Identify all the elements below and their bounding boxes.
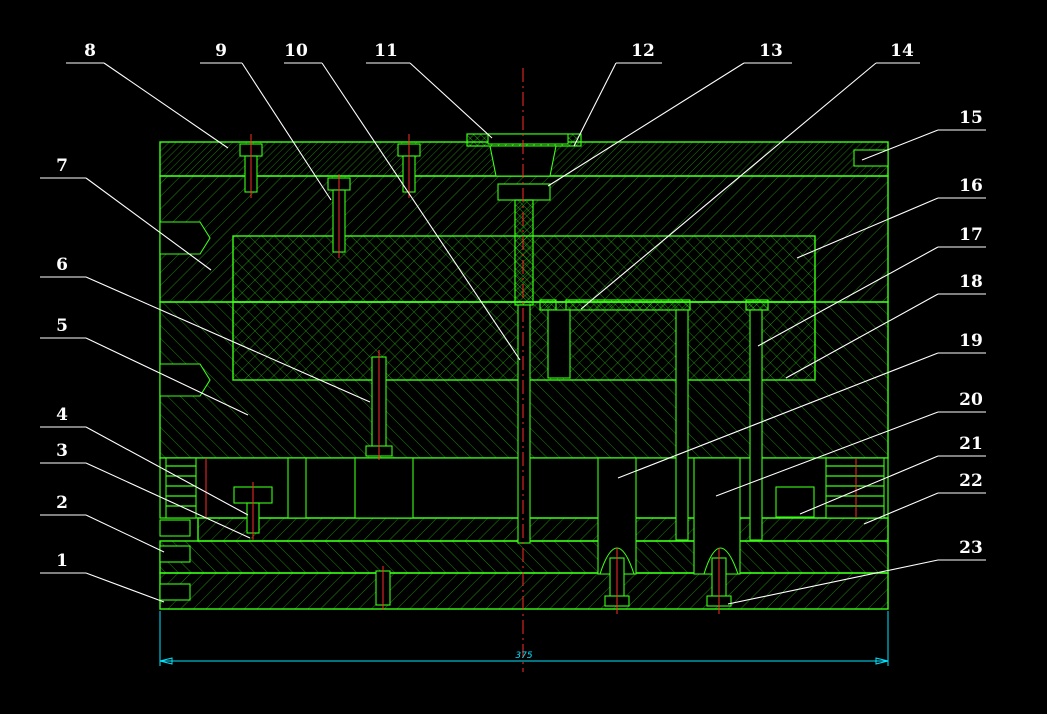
leader-line [617, 352, 939, 479]
callout-number: 7 [56, 156, 68, 176]
ejector-pin-center [517, 304, 531, 544]
core-pin-b [675, 309, 689, 541]
callout-22: 22 [863, 471, 986, 525]
leader-line [861, 129, 939, 161]
leader-line [796, 197, 939, 259]
leader-line [799, 455, 939, 515]
callout-number: 21 [959, 434, 983, 454]
callout-13: 13 [547, 41, 792, 187]
ejector-retainer-plate [197, 517, 889, 542]
leader-line [85, 276, 371, 403]
fitting-left-4 [159, 519, 191, 537]
core-pin-a [547, 309, 571, 379]
water-fitting-upper [159, 221, 211, 255]
callout-12: 12 [573, 41, 662, 147]
callout-number: 14 [890, 41, 914, 61]
leader-line [785, 293, 939, 379]
leader-line [757, 246, 939, 347]
bottom-clamp-plate [159, 572, 889, 610]
callout-11: 11 [366, 41, 493, 139]
callout-number: 19 [959, 331, 983, 351]
leader-line [85, 572, 165, 603]
spring-stack-left [165, 457, 207, 519]
callout-20: 20 [715, 390, 986, 497]
callout-15: 15 [861, 108, 986, 161]
callout-3: 3 [40, 441, 251, 539]
runner-cap [745, 299, 769, 311]
callout-23: 23 [727, 538, 986, 605]
callout-1: 1 [40, 551, 165, 603]
callout-number: 2 [56, 493, 68, 513]
sprue-bushing [489, 145, 557, 177]
sprue-bushing-flange [497, 183, 551, 201]
callout-number: 17 [959, 225, 983, 245]
water-fitting-top-right [853, 149, 889, 167]
sprue-channel [514, 199, 534, 306]
fitting-left-2 [159, 583, 191, 601]
callout-2: 2 [40, 493, 165, 553]
ejector-plate [159, 540, 889, 574]
water-fitting-middle [159, 363, 211, 397]
leader-line [103, 62, 229, 149]
overall-width-dimension: 375 [159, 611, 889, 666]
callout-number: 18 [959, 272, 983, 292]
sprue-bushing-head [487, 133, 569, 145]
dimension-value: 375 [515, 651, 532, 661]
callout-19: 19 [617, 331, 986, 479]
stop-block [775, 486, 815, 518]
callout-5: 5 [40, 316, 249, 416]
callout-number: 8 [84, 41, 96, 61]
callout-number: 1 [56, 551, 68, 571]
callout-21: 21 [799, 434, 986, 515]
callout-number: 10 [284, 41, 308, 61]
callout-number: 20 [959, 390, 983, 410]
callout-4: 4 [40, 405, 249, 516]
support-pillar-1 [287, 457, 307, 519]
leader-line [547, 62, 745, 187]
callout-8: 8 [66, 41, 229, 149]
callout-number: 9 [215, 41, 227, 61]
leader-line [580, 62, 877, 310]
callout-number: 13 [759, 41, 783, 61]
leader-line [85, 514, 165, 553]
callout-number: 11 [374, 41, 398, 61]
callout-number: 22 [959, 471, 983, 491]
leader-line [573, 62, 617, 147]
callout-17: 17 [757, 225, 986, 347]
leader-line [727, 559, 939, 605]
leader-line [321, 62, 521, 361]
leader-line [85, 426, 249, 516]
fitting-left-3 [159, 545, 191, 563]
callout-10: 10 [284, 41, 521, 361]
callout-number: 4 [56, 405, 68, 425]
callout-number: 6 [56, 255, 68, 275]
callout-14: 14 [580, 41, 920, 310]
callout-number: 5 [56, 316, 68, 336]
callout-9: 9 [200, 41, 332, 201]
leader-line [409, 62, 493, 139]
callout-18: 18 [785, 272, 986, 379]
runner-bar [565, 299, 691, 311]
callout-6: 6 [40, 255, 371, 403]
callout-number: 23 [959, 538, 983, 558]
leader-line [241, 62, 332, 201]
leader-line [85, 462, 251, 539]
leader-line [715, 411, 939, 497]
gate-cap [539, 299, 557, 311]
callout-number: 15 [959, 108, 983, 128]
callout-number: 3 [56, 441, 68, 461]
callout-16: 16 [796, 176, 986, 259]
support-pillar-2 [354, 457, 414, 519]
callout-number: 16 [959, 176, 983, 196]
callout-number: 12 [631, 41, 655, 61]
leader-line [85, 337, 249, 416]
spring-stack-right [825, 457, 885, 519]
leader-line [85, 177, 212, 271]
callout-7: 7 [40, 156, 212, 271]
leader-line [863, 492, 939, 525]
